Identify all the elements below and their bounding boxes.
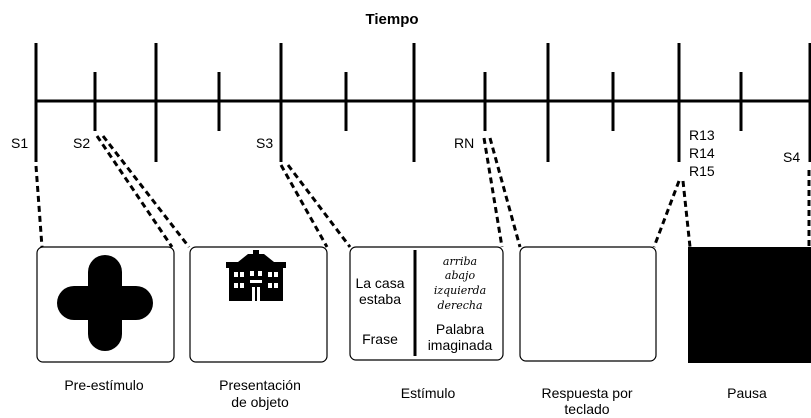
word-label-line2: imaginada (428, 337, 493, 353)
marker-s2: S2 (73, 135, 90, 151)
panel-frame (519, 246, 657, 362)
diagram-title: Tiempo (365, 11, 418, 28)
panel-keyboard-response (519, 246, 657, 362)
caption-stimulus: Estímulo (401, 385, 456, 401)
connector-line (286, 164, 352, 248)
house-icon (226, 250, 286, 301)
panel-pause (688, 247, 811, 363)
plus-cross-icon (57, 255, 153, 351)
word-label-line1: Palabra (436, 321, 484, 337)
panel-frame (189, 246, 328, 363)
panel-object-presentation (189, 246, 328, 363)
panel-stimulus: La casa estaba Frase arriba abajo izquie… (349, 246, 504, 361)
word-option: abajo (445, 269, 476, 282)
caption-pre-stimulus: Pre-estímulo (64, 377, 144, 393)
connector-line (482, 137, 504, 248)
caption-object-presentation-line1: Presentación (219, 377, 301, 393)
connector-line (279, 164, 329, 248)
caption-keyboard-response-line1: Respuesta por (541, 385, 632, 401)
marker-s4: S4 (783, 149, 800, 165)
panel-frame (349, 246, 504, 361)
marker-r14: R14 (689, 145, 715, 161)
sentence-line1: La casa (355, 275, 404, 291)
connector-line (34, 165, 44, 248)
connectors (34, 135, 811, 248)
word-option: izquierda (434, 284, 486, 297)
sentence-label: Frase (362, 331, 398, 347)
word-option: arriba (443, 255, 477, 268)
connector-line (95, 135, 174, 248)
caption-object-presentation-line2: de objeto (231, 394, 289, 410)
marker-rn: RN (454, 135, 474, 151)
connector-line (681, 180, 692, 248)
marker-s3: S3 (256, 135, 273, 151)
marker-r15: R15 (689, 163, 715, 179)
timeline (34, 43, 811, 162)
connector-line (652, 180, 681, 248)
pause-screen (688, 247, 811, 363)
connector-line (101, 135, 191, 248)
sentence-line2: estaba (359, 291, 401, 307)
word-option: derecha (437, 299, 482, 312)
caption-pause: Pausa (727, 385, 767, 401)
connector-line (488, 137, 522, 248)
marker-r13: R13 (689, 127, 715, 143)
panel-pre-stimulus (36, 246, 175, 363)
caption-keyboard-response-line2: teclado (564, 401, 609, 417)
marker-s1: S1 (11, 135, 28, 151)
